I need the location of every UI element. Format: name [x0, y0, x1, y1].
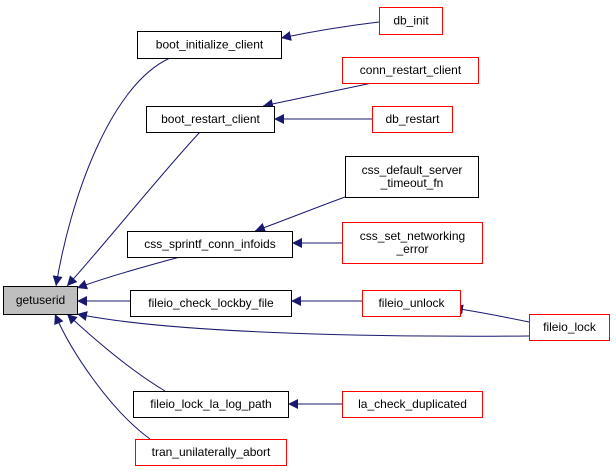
node-db-restart[interactable]: db_restart — [372, 106, 453, 133]
edge-boot-initialize-client-to-getuserid — [52, 57, 171, 287]
node-fileio-unlock[interactable]: fileio_unlock — [362, 290, 461, 317]
node-label: css_set_networking — [360, 229, 465, 243]
node-box — [137, 31, 282, 59]
node-conn-restart-client[interactable]: conn_restart_client — [342, 57, 479, 84]
edge-css-default-server-timeout-fn-to-css-sprintf-conn-infoids — [254, 196, 346, 233]
node-label: boot_initialize_client — [156, 38, 264, 52]
node-box — [127, 231, 293, 258]
node-label: getuserid — [16, 293, 65, 307]
nodes-layer: getuserid boot_initialize_client db_initbo… — [3, 7, 610, 466]
node-label: css_sprintf_conn_infoids — [144, 237, 275, 251]
node-box — [345, 156, 479, 198]
node-label: _timeout_fn — [380, 176, 444, 190]
edge-css-sprintf-conn-infoids-to-getuserid — [76, 256, 181, 290]
node-boot-initialize-client[interactable]: boot_initialize_client — [137, 31, 282, 59]
node-box — [342, 57, 479, 84]
edge-tran-unilaterally-abort-to-getuserid — [54, 313, 151, 440]
node-box — [146, 106, 275, 133]
node-label: fileio_unlock — [378, 296, 445, 310]
node-label: _error — [395, 242, 428, 256]
edge-fileio-lock-to-fileio-unlock — [452, 304, 530, 323]
edge-db-init-to-boot-initialize-client — [280, 21, 380, 41]
node-css-sprintf-conn-infoids[interactable]: css_sprintf_conn_infoids — [127, 231, 293, 258]
node-fileio-lock[interactable]: fileio_lock — [529, 314, 610, 341]
node-label: tran_unilaterally_abort — [152, 445, 271, 459]
node-css-set-networking-error[interactable]: css_set_networking_error — [342, 222, 483, 264]
node-label: boot_restart_client — [161, 112, 260, 126]
node-box — [342, 391, 483, 418]
node-label: conn_restart_client — [360, 63, 462, 77]
node-la-check-duplicated[interactable]: la_check_duplicated — [342, 391, 483, 418]
node-label: fileio_check_lockby_file — [148, 296, 274, 310]
edges-layer — [52, 21, 530, 440]
node-boot-restart-client[interactable]: boot_restart_client — [146, 106, 275, 133]
node-label: db_init — [393, 14, 429, 28]
node-label: db_restart — [385, 112, 440, 126]
node-box — [342, 222, 483, 264]
node-label: la_check_duplicated — [358, 397, 467, 411]
node-box — [372, 106, 453, 133]
node-getuserid[interactable]: getuserid — [3, 286, 78, 315]
edge-fileio-lock-la-log-path-to-getuserid — [66, 313, 166, 392]
node-fileio-check-lockby-file[interactable]: fileio_check_lockby_file — [130, 290, 292, 317]
node-box — [130, 290, 292, 317]
node-label: css_default_server — [362, 163, 463, 177]
node-db-init[interactable]: db_init — [379, 7, 443, 35]
edge-fileio-lock-to-getuserid — [76, 311, 530, 337]
node-box — [3, 286, 78, 315]
node-box — [529, 314, 610, 341]
edge-conn-restart-client-to-boot-restart-client — [262, 82, 373, 109]
node-label: fileio_lock — [543, 320, 597, 334]
node-css-default-server-timeout-fn[interactable]: css_default_server_timeout_fn — [345, 156, 479, 198]
edge-boot-restart-client-to-getuserid — [66, 131, 201, 287]
node-fileio-lock-la-log-path[interactable]: fileio_lock_la_log_path — [133, 391, 289, 418]
node-box — [135, 439, 287, 466]
node-box — [133, 391, 289, 418]
node-tran-unilaterally-abort[interactable]: tran_unilaterally_abort — [135, 439, 287, 466]
node-box — [379, 7, 443, 35]
node-box — [362, 290, 461, 317]
node-label: fileio_lock_la_log_path — [150, 397, 271, 411]
